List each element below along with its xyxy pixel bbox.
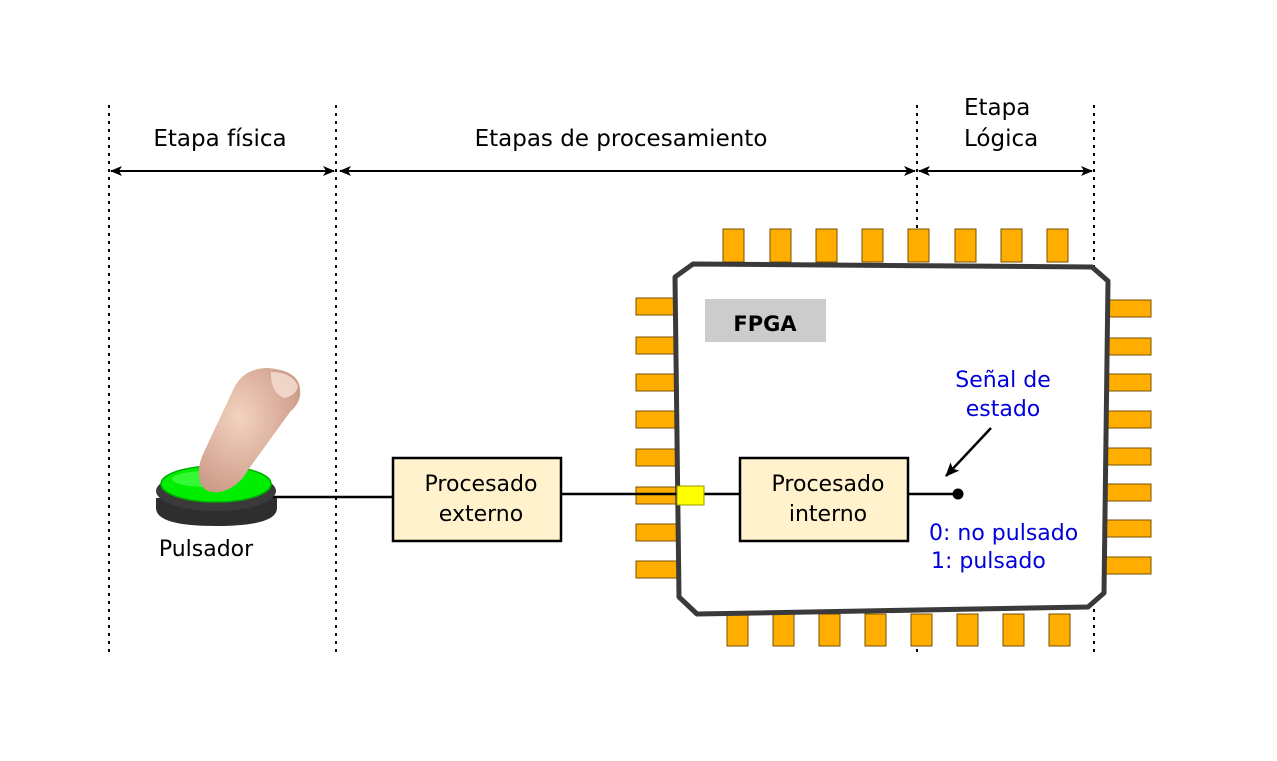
internal-processing-block (738, 456, 910, 543)
fpga-pin-top-1 (722, 228, 745, 263)
fpga-pin-right-7 (1105, 519, 1152, 538)
fpga-label-bg (705, 299, 826, 342)
signal-title-line2: estado (966, 397, 1041, 422)
external-block-line2: externo (439, 502, 523, 527)
push-button (156, 368, 301, 526)
fpga-pin-left-5 (635, 448, 679, 467)
fpga-pin-right-4 (1105, 410, 1152, 429)
button-label: Pulsador (159, 537, 254, 562)
fpga-pin-top-5 (907, 228, 930, 263)
stage-label-processing: Etapas de procesamiento (475, 126, 768, 152)
fpga-pin-right-1 (1105, 299, 1152, 318)
signal-wires (272, 492, 958, 499)
fpga-pin-right-5 (1105, 447, 1152, 466)
stage-label-logical-2: Lógica (964, 126, 1038, 152)
fpga-pin-bottom-4 (864, 613, 887, 647)
fpga-pin-bottom-3 (818, 613, 841, 647)
state-signal-point (952, 488, 964, 500)
fpga-label: FPGA (733, 312, 797, 336)
fpga-pin-right-2 (1105, 337, 1152, 356)
fpga-pin-top-4 (861, 228, 884, 263)
fpga-pin-right-6 (1105, 483, 1152, 502)
fpga-pin-left-7 (635, 523, 679, 542)
finger-icon (198, 368, 301, 493)
fpga-pin-top-3 (815, 228, 838, 263)
fpga-pin-top-8 (1046, 228, 1069, 263)
fpga-pin-bottom-7 (1002, 613, 1025, 647)
fpga-pin-bottom-5 (910, 613, 933, 647)
fpga-pin-bottom-6 (956, 613, 979, 647)
signal-title-line1: Señal de (955, 368, 1051, 393)
fpga-pin-top-2 (769, 228, 792, 263)
fpga-pin-right-8 (1105, 556, 1152, 575)
fpga-pins (635, 228, 1152, 647)
fpga-pin-left-4 (635, 410, 679, 429)
internal-block-line2: interno (789, 502, 867, 527)
fpga-pin-right-3 (1105, 373, 1152, 392)
external-block-line1: Procesado (425, 472, 538, 497)
fpga-pin-top-7 (1000, 228, 1023, 263)
fpga-pin-left-6 (635, 486, 679, 505)
fpga-pin-bottom-8 (1048, 613, 1071, 647)
state-signal-pointer-arrow (945, 427, 992, 477)
signal-state-0: 0: no pulsado (929, 521, 1078, 546)
internal-block-line1: Procesado (772, 472, 885, 497)
fpga-pin-left-2 (635, 336, 679, 355)
stage-label-physical: Etapa física (153, 126, 286, 152)
external-processing-block (391, 456, 563, 543)
fpga-pin-left-1 (635, 297, 679, 316)
fpga-pin-bottom-2 (772, 613, 795, 647)
fingernail-icon (270, 372, 298, 398)
io-pad (676, 485, 705, 506)
fpga-pin-left-3 (635, 373, 679, 392)
stage-label-logical-1: Etapa (964, 95, 1030, 121)
fpga-pin-left-8 (635, 560, 679, 579)
fpga-pin-top-6 (954, 228, 977, 263)
signal-state-1: 1: pulsado (931, 549, 1046, 574)
fpga-pin-bottom-1 (726, 613, 749, 647)
